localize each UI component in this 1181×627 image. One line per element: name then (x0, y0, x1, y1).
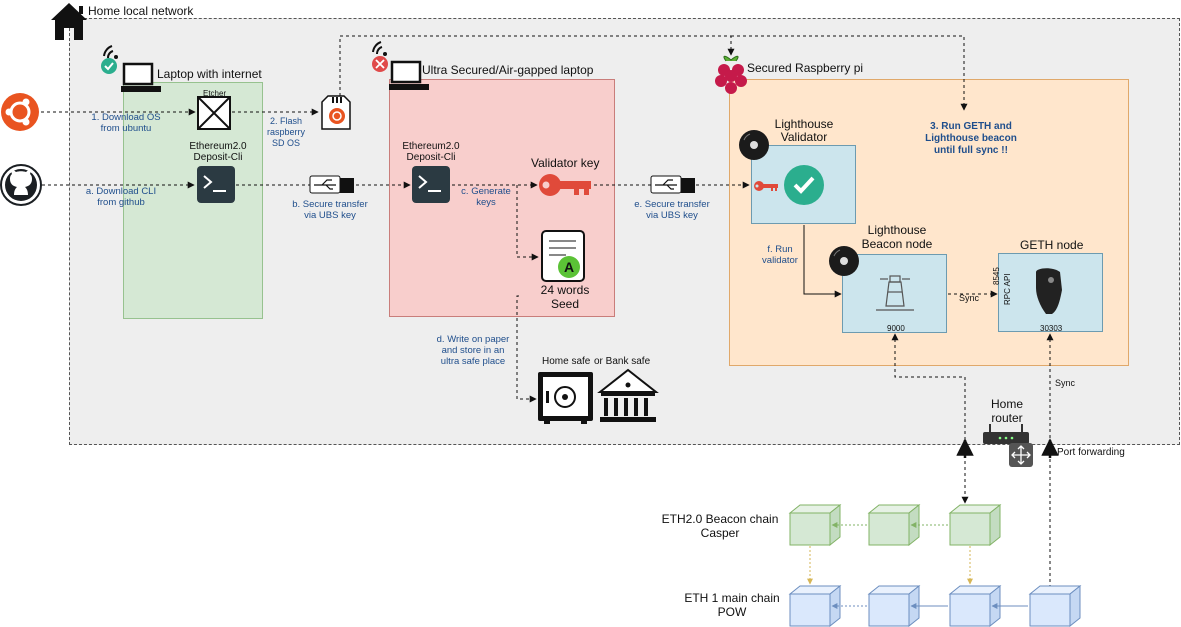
terminal-icon-2 (412, 166, 450, 203)
port-forwarding-label: Port forwarding (1057, 447, 1125, 458)
usb-key-icon-2 (650, 175, 695, 194)
validator-key-label: Validator key (531, 156, 600, 170)
home-safe-label: Home safe (542, 356, 591, 367)
arrow-router-to-beacon (891, 333, 966, 440)
home-icon (51, 3, 87, 40)
lighthouse-disc-icon-2 (829, 246, 859, 276)
laptop-internet-icon (103, 45, 161, 92)
arrow-sd-to-raspberry (339, 35, 735, 96)
lighthouse-beacon-box (842, 254, 947, 333)
eth1-block-1 (788, 584, 842, 627)
airgapped-label: Ultra Secured/Air-gapped laptop (422, 63, 594, 77)
arrow-seed-to-safe (516, 295, 537, 403)
svg-text:A: A (564, 259, 574, 275)
beacon-chain-blocks (788, 503, 1002, 547)
chain-links (807, 522, 973, 609)
validator-check-icon (784, 165, 824, 205)
geth-icon (1036, 268, 1062, 314)
laptop-internet-label: Laptop with internet (157, 67, 262, 81)
etcher-icon (197, 96, 231, 130)
etcher-label: Etcher (203, 89, 227, 98)
bank-safe-label: or Bank safe (594, 356, 651, 367)
small-key-icon (754, 181, 778, 191)
usb-key-icon-1 (309, 175, 354, 194)
lighthouse-tower-icon (876, 275, 914, 311)
beacon-port-label: 9000 (887, 324, 905, 333)
arrow-to-step3 (731, 35, 968, 111)
bank-icon (597, 368, 659, 422)
eth1-chain-blocks (788, 584, 1082, 627)
raspberry-label: Secured Raspberry pi (747, 61, 864, 75)
validator-key-icon (539, 174, 591, 196)
arrow-cli2-to-seed (516, 185, 539, 261)
github-icon (0, 164, 42, 206)
laptop-airgapped-icon (372, 41, 429, 90)
arrow-validator-to-beacon (803, 225, 842, 298)
seed-document-icon: A (541, 230, 585, 282)
sync-router-label: Sync (1055, 378, 1076, 388)
ubuntu-icon (1, 93, 39, 131)
geth-rpc-port-label: 8545 (992, 267, 1001, 285)
router-icon (983, 424, 1029, 444)
sync-geth-label: Sync (959, 293, 980, 303)
laptop-internet-zone (123, 82, 263, 319)
sd-card-icon (321, 95, 351, 130)
geth-node-label: GETH node (1020, 238, 1084, 252)
geth-rpc-api-label: RPC API (1003, 273, 1012, 305)
raspberry-pi-icon (715, 55, 747, 94)
beacon-block-3 (948, 503, 1002, 547)
cross-badge-icon (372, 56, 388, 72)
home-safe-icon (538, 372, 593, 424)
home-network-label: Home local network (88, 4, 194, 18)
eth1-block-4 (1028, 584, 1082, 627)
beacon-block-2 (867, 503, 921, 547)
geth-port-label: 30303 (1040, 324, 1063, 333)
terminal-icon-1 (197, 166, 235, 203)
checkmark-badge-icon (101, 58, 117, 74)
lighthouse-disc-icon-1 (739, 130, 769, 160)
port-forwarding-icon (1009, 443, 1033, 467)
beacon-block-1 (788, 503, 842, 547)
